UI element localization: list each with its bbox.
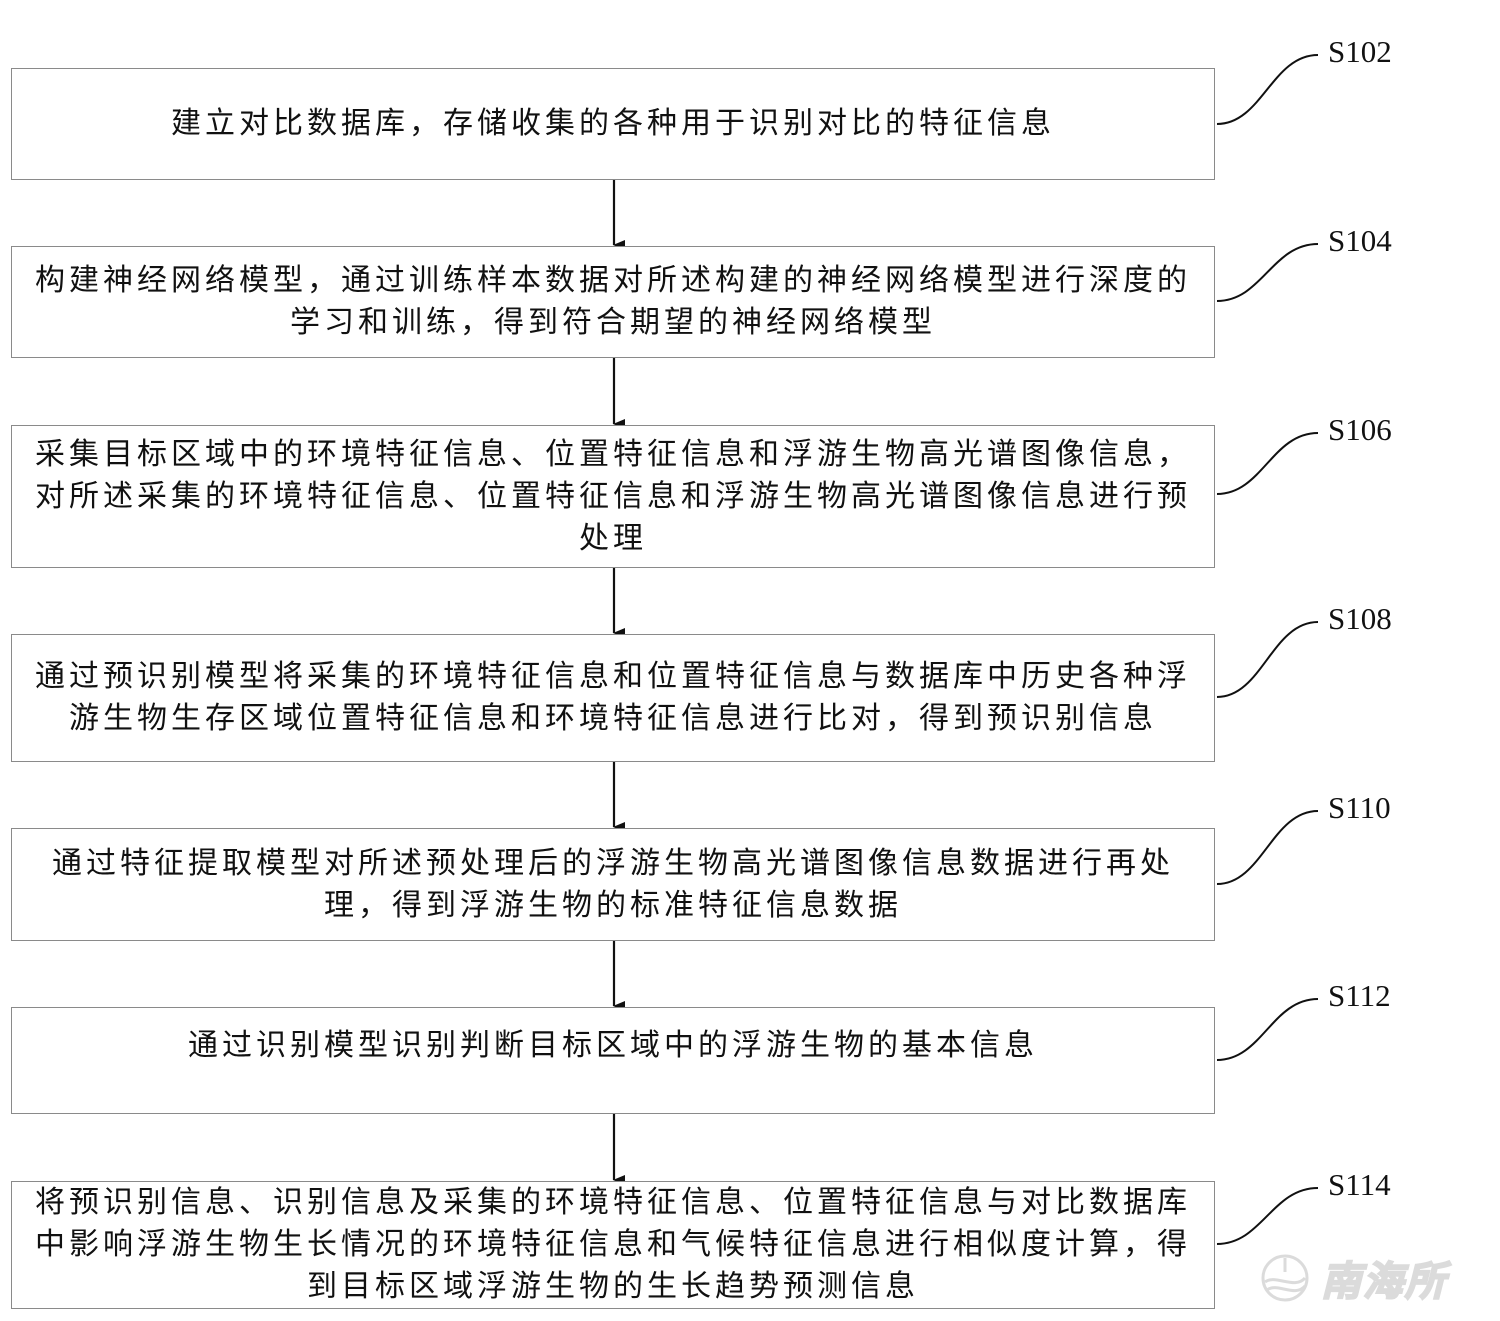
step-label-s114: S114 [1328,1167,1391,1202]
step-box-s110: 通过特征提取模型对所述预处理后的浮游生物高光谱图像信息数据进行再处理，得到浮游生… [11,828,1215,941]
step-label-s108: S108 [1328,601,1392,636]
step-text-s108: 通过预识别模型将采集的环境特征信息和位置特征信息与数据库中历史各种浮游生物生存区… [35,659,1191,736]
step-label-s110: S110 [1328,790,1391,825]
step-box-s104: 构建神经网络模型，通过训练样本数据对所述构建的神经网络模型进行深度的学习和训练，… [11,246,1215,358]
leader-s104 [1216,243,1319,302]
step-text-s106: 采集目标区域中的环境特征信息、位置特征信息和浮游生物高光谱图像信息，对所述采集的… [35,436,1191,556]
step-text-s104: 构建神经网络模型，通过训练样本数据对所述构建的神经网络模型进行深度的学习和训练，… [35,263,1191,340]
leader-s106 [1216,432,1319,495]
step-label-s104: S104 [1328,223,1392,258]
watermark-text: 南海所 [1320,1258,1447,1306]
step-text-s114: 将预识别信息、识别信息及采集的环境特征信息、位置特征信息与对比数据库中影响浮游生… [35,1185,1191,1304]
step-box-s112: 通过识别模型识别判断目标区域中的浮游生物的基本信息 [11,1007,1215,1114]
step-box-s108: 通过预识别模型将采集的环境特征信息和位置特征信息与数据库中历史各种浮游生物生存区… [11,634,1215,762]
step-label-s102: S102 [1328,34,1392,69]
watermark-logo-icon [1261,1254,1309,1301]
step-text-s102: 建立对比数据库，存储收集的各种用于识别对比的特征信息 [171,106,1055,141]
step-box-s114: 将预识别信息、识别信息及采集的环境特征信息、位置特征信息与对比数据库中影响浮游生… [11,1181,1215,1309]
leader-s114 [1216,1187,1319,1245]
step-text-s112: 通过识别模型识别判断目标区域中的浮游生物的基本信息 [188,1027,1038,1063]
watermark: 南海所 [1255,1245,1495,1310]
leader-s108 [1216,621,1319,698]
step-box-s102: 建立对比数据库，存储收集的各种用于识别对比的特征信息 [11,68,1215,180]
leader-s102 [1216,54,1319,125]
step-box-s106: 采集目标区域中的环境特征信息、位置特征信息和浮游生物高光谱图像信息，对所述采集的… [11,425,1215,568]
step-label-s112: S112 [1328,978,1391,1013]
step-label-s106: S106 [1328,412,1392,447]
leader-s110 [1216,810,1319,885]
step-text-s110: 通过特征提取模型对所述预处理后的浮游生物高光谱图像信息数据进行再处理，得到浮游生… [52,845,1174,923]
leader-s112 [1216,998,1319,1061]
